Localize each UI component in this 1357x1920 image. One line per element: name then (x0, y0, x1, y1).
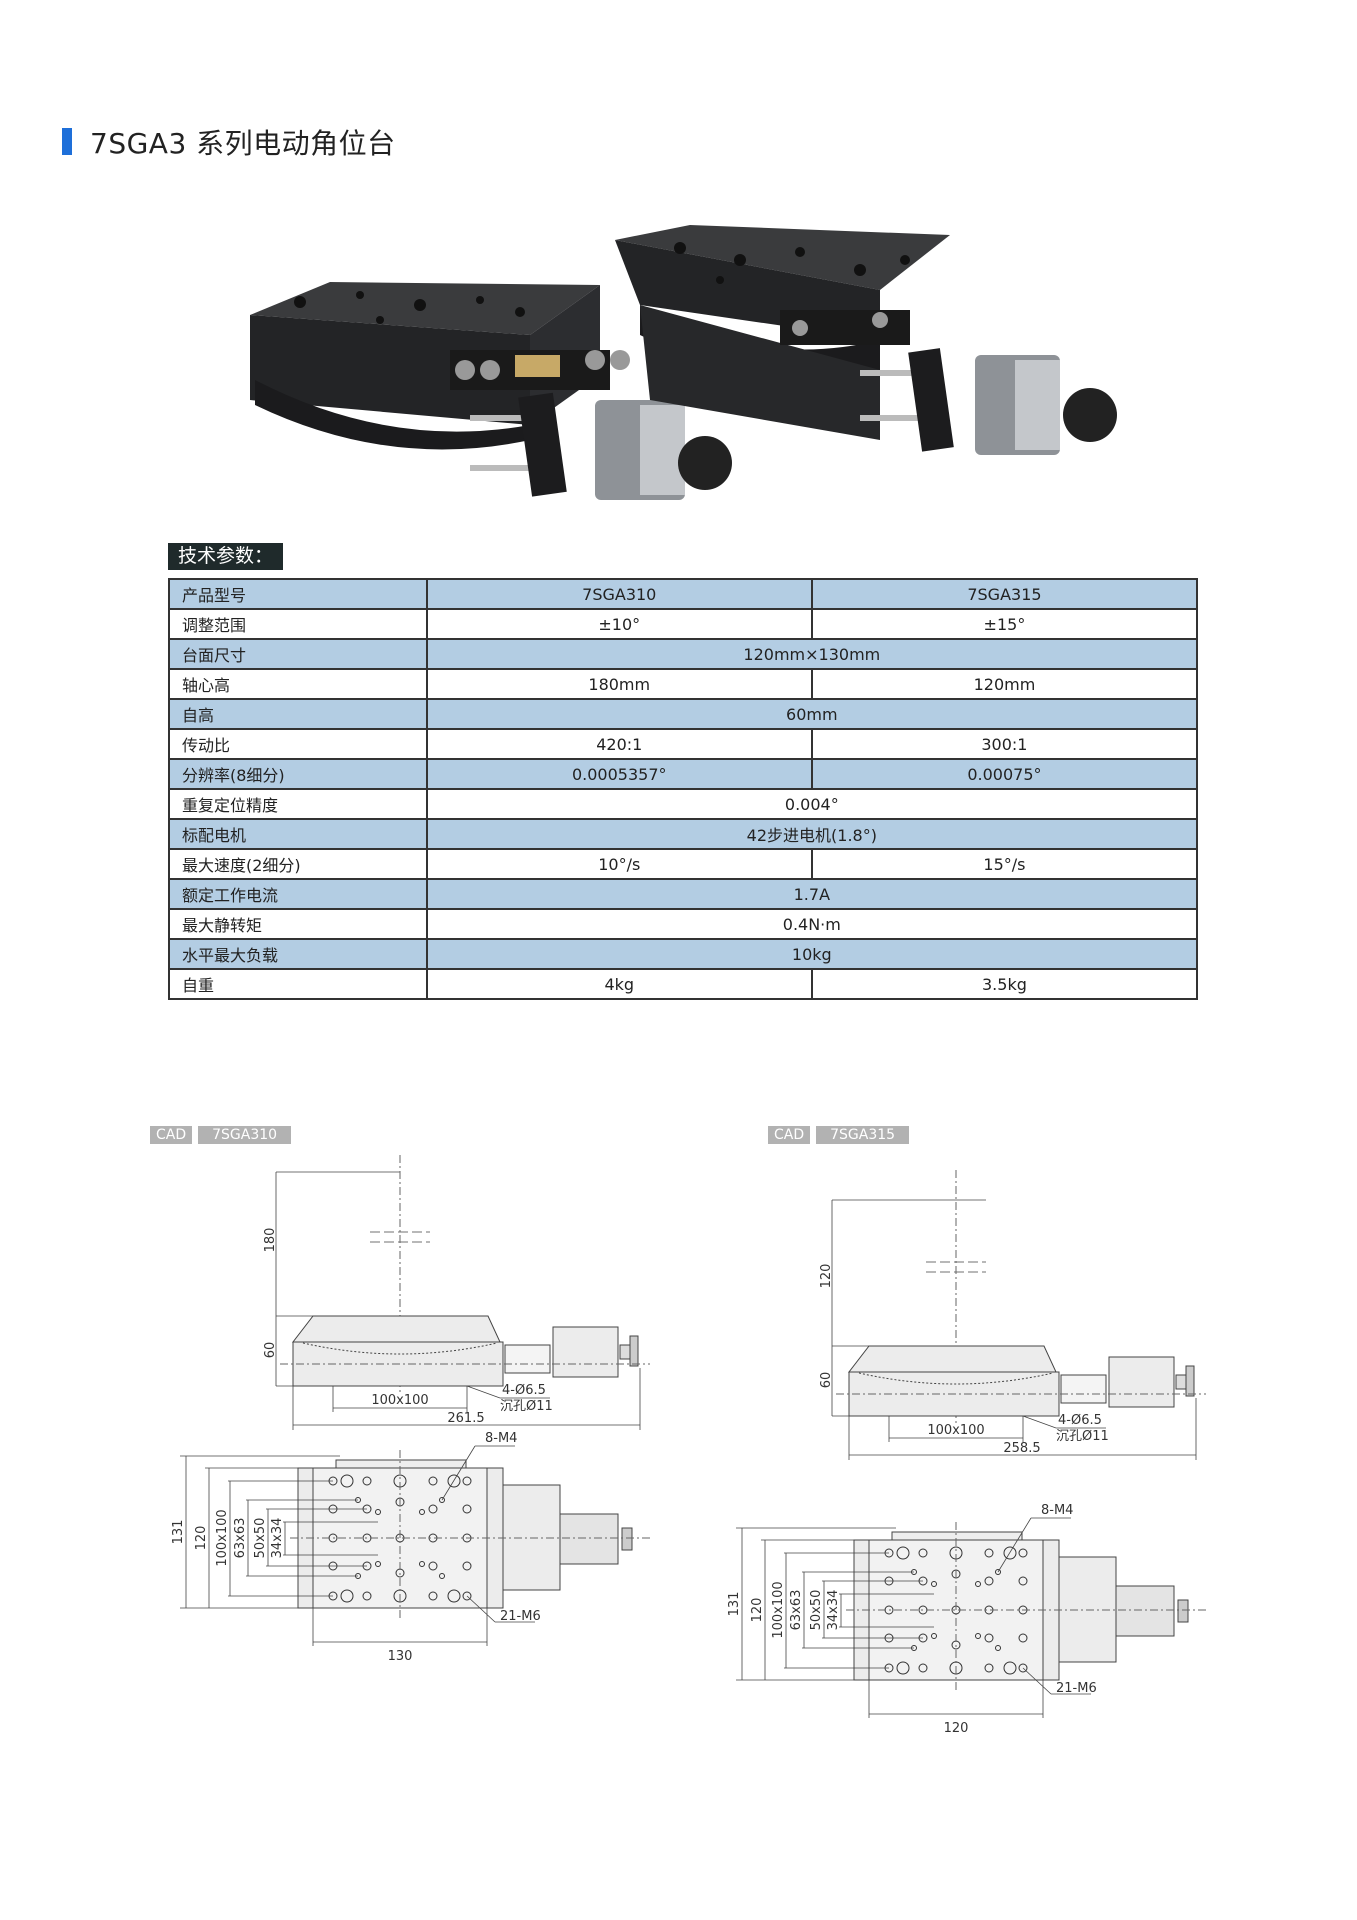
spec-value: 0.00075° (810, 758, 1199, 790)
product-photo-7sga315 (615, 225, 1117, 455)
spec-value: 180mm (425, 668, 813, 700)
dim-131: 131 (171, 1520, 186, 1545)
cad-drawing-7sga310: 180 60 100x100 4-Ø6.5 沉孔Ø11 261.5 8-M4 2… (171, 1155, 651, 1664)
dim-grid-50: 50x50 (253, 1518, 268, 1559)
spec-value: 0.0005357° (425, 758, 813, 790)
spec-row-label: 分辨率(8细分) (168, 758, 428, 790)
dim-length: 258.5 (1003, 1441, 1040, 1456)
spec-value: ±10° (425, 608, 813, 640)
spec-value: 1.7A (425, 878, 1199, 910)
dim-mount: 100x100 (371, 1393, 428, 1408)
spec-value: 7SGA315 (810, 578, 1199, 610)
spec-row-label: 额定工作电流 (168, 878, 428, 910)
dim-grid-63: 63x63 (233, 1518, 248, 1559)
spec-row-label: 传动比 (168, 728, 428, 760)
spec-value: 60mm (425, 698, 1199, 730)
dim-counterbore: 沉孔Ø11 (500, 1399, 553, 1414)
spec-row-label: 调整范围 (168, 608, 428, 640)
cad-tag-7sga315: CAD 7SGA315 (768, 1126, 910, 1144)
spec-value: 120mm (810, 668, 1199, 700)
spec-value: 15°/s (810, 848, 1199, 880)
cad-badge: CAD (150, 1126, 193, 1144)
dim-self-height: 60 (263, 1342, 278, 1359)
cad-drawings: 180 60 100x100 4-Ø6.5 沉孔Ø11 261.5 8-M4 2… (171, 1155, 1207, 1736)
spec-row-label: 标配电机 (168, 818, 428, 850)
product-photos (250, 225, 1117, 500)
spec-value: 420:1 (425, 728, 813, 760)
dim-counterbore: 沉孔Ø11 (1056, 1429, 1109, 1444)
dim-grid-63: 63x63 (789, 1590, 804, 1631)
product-photo-7sga310 (250, 282, 732, 500)
dim-self-height: 60 (819, 1372, 834, 1389)
label-m4: 8-M4 (485, 1431, 517, 1446)
spec-row-label: 水平最大负载 (168, 938, 428, 970)
dim-grid-34: 34x34 (270, 1518, 285, 1559)
spec-value: 120mm×130mm (425, 638, 1199, 670)
label-m6: 21-M6 (500, 1609, 541, 1624)
spec-value: 4kg (425, 968, 813, 1000)
dim-hole: 4-Ø6.5 (502, 1383, 546, 1398)
spec-row: 分辨率(8细分)0.0005357°0.00075° (168, 758, 1199, 790)
cad-model: 7SGA310 (198, 1126, 292, 1144)
spec-row-label: 最大静转矩 (168, 908, 428, 940)
dim-mount: 100x100 (927, 1423, 984, 1438)
dim-grid-100: 100x100 (771, 1581, 786, 1638)
spec-row-label: 自重 (168, 968, 428, 1000)
spec-value: 42步进电机(1.8°) (425, 818, 1199, 850)
spec-row-label: 最大速度(2细分) (168, 848, 428, 880)
dim-hole: 4-Ø6.5 (1058, 1413, 1102, 1428)
spec-section-label: 技术参数： (168, 543, 284, 570)
dim-grid-100: 100x100 (215, 1509, 230, 1566)
spec-value: 7SGA310 (425, 578, 813, 610)
spec-value: 0.004° (425, 788, 1199, 820)
label-m4: 8-M4 (1041, 1503, 1073, 1518)
cad-model: 7SGA315 (816, 1126, 910, 1144)
spec-value: 3.5kg (810, 968, 1199, 1000)
spec-value: 0.4N·m (425, 908, 1199, 940)
spec-value: 10°/s (425, 848, 813, 880)
spec-row-label: 产品型号 (168, 578, 428, 610)
dim-131: 131 (727, 1592, 742, 1617)
dim-120: 120 (194, 1526, 209, 1551)
title-accent-bar (62, 128, 72, 155)
cad-drawing-7sga315: 120 60 100x100 4-Ø6.5 沉孔Ø11 258.5 8-M4 2… (727, 1170, 1207, 1736)
spec-value: 10kg (425, 938, 1199, 970)
spec-row-label: 自高 (168, 698, 428, 730)
label-m6: 21-M6 (1056, 1681, 1097, 1696)
cad-badge: CAD (768, 1126, 811, 1144)
dim-table-length: 120 (944, 1721, 969, 1736)
page-title: 7SGA3 系列电动角位台 (90, 127, 396, 160)
spec-row-label: 台面尺寸 (168, 638, 428, 670)
dim-grid-34: 34x34 (826, 1590, 841, 1631)
cad-tag-7sga310: CAD 7SGA310 (150, 1126, 292, 1144)
spec-row: 调整范围±10°±15° (168, 608, 1199, 640)
dim-table-length: 130 (388, 1649, 413, 1664)
spec-value: ±15° (810, 608, 1199, 640)
spec-row-label: 重复定位精度 (168, 788, 428, 820)
dim-length: 261.5 (447, 1411, 484, 1426)
spec-row-label: 轴心高 (168, 668, 428, 700)
dim-axis-height: 120 (819, 1264, 834, 1289)
dim-grid-50: 50x50 (809, 1590, 824, 1631)
dim-120: 120 (750, 1598, 765, 1623)
dim-axis-height: 180 (263, 1228, 278, 1253)
spec-value: 300:1 (810, 728, 1199, 760)
